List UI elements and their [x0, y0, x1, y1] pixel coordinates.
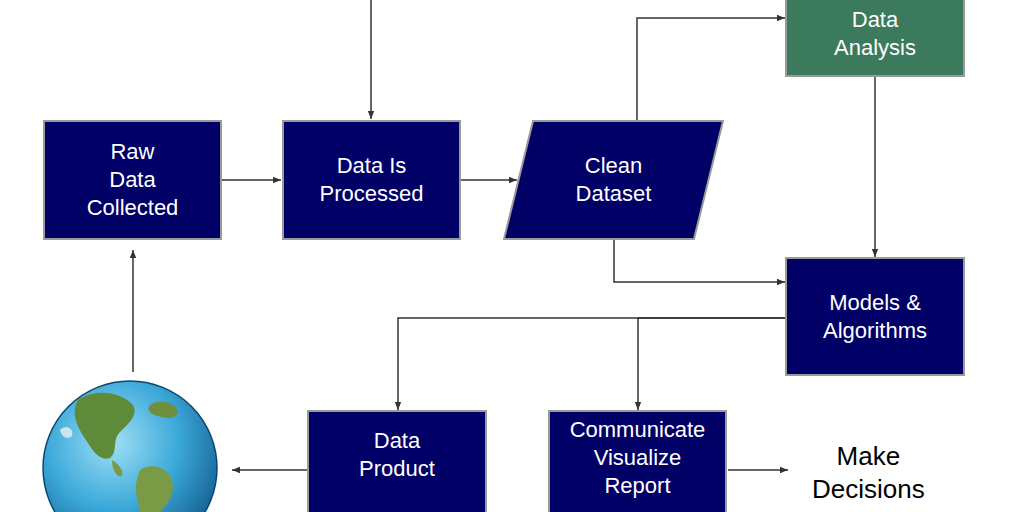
flow-arrow: [222, 179, 281, 181]
process-box: Data Is Processed: [282, 120, 461, 240]
node-text: Data Is Processed: [320, 152, 424, 208]
node-text: Models & Algorithms: [810, 289, 940, 345]
data-parallelogram: Clean Dataset: [503, 120, 724, 240]
output-box: Communicate Visualize Report: [548, 410, 727, 512]
flow-arrow: [398, 318, 785, 410]
node-text: Clean Dataset: [576, 152, 652, 208]
flow-arrow: [874, 77, 876, 257]
flow-arrow: [461, 179, 517, 181]
parallelogram-outline: [503, 120, 724, 240]
globe: [43, 381, 217, 512]
parallelogram-shape: [504, 121, 723, 239]
flow-arrow: [614, 240, 785, 282]
node-text: Data Analysis: [834, 6, 916, 62]
node-text: Raw Data Collected: [87, 138, 179, 222]
process-box: Raw Data Collected: [43, 120, 222, 240]
node-text: Communicate Visualize Report: [570, 416, 706, 500]
output-box: Data Product: [307, 410, 487, 512]
globe-to-raw-arrow: [132, 250, 134, 372]
decision-arrow: [728, 469, 788, 471]
decision-label: Make Decisions: [812, 440, 925, 506]
process-box: Models & Algorithms: [785, 257, 965, 376]
flow-arrow: [638, 318, 785, 410]
product-to-globe-arrow: [232, 469, 307, 471]
incoming-arrow: [370, 0, 372, 119]
flow-arrow: [637, 18, 785, 120]
node-text: Data Product: [359, 427, 435, 483]
analysis-box: Data Analysis: [785, 0, 965, 77]
